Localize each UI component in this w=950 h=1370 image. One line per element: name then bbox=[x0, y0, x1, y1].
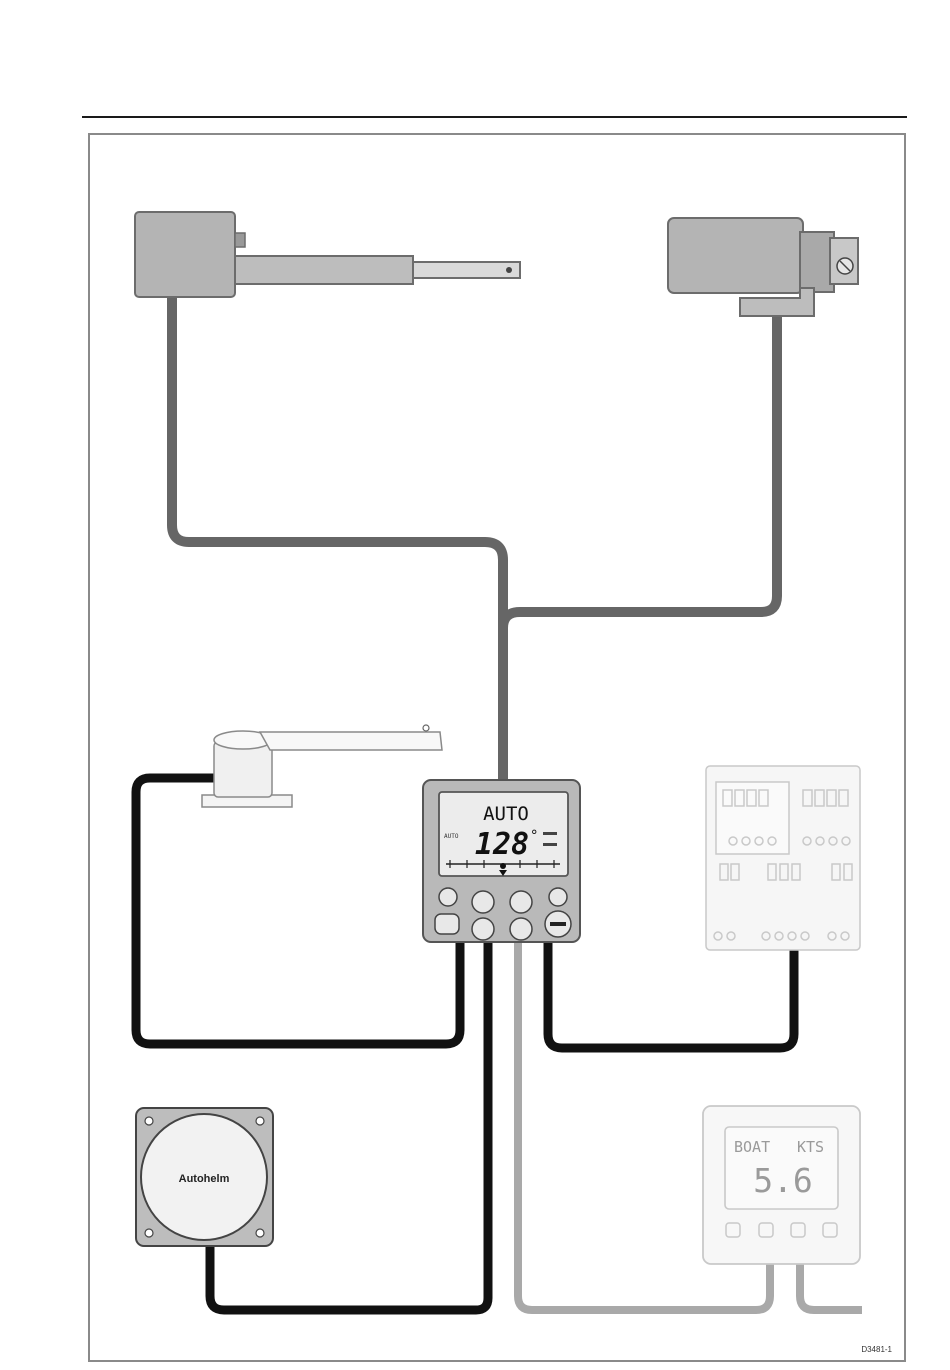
linear-drive-unit bbox=[135, 212, 520, 297]
rotary-drive-unit bbox=[668, 218, 858, 316]
minus-ten-button[interactable] bbox=[472, 918, 494, 940]
course-computer bbox=[706, 766, 860, 950]
speed-label-boat: BOAT bbox=[734, 1138, 770, 1156]
linear-drive-motor bbox=[135, 212, 235, 297]
linear-drive-pushrod bbox=[413, 262, 520, 278]
speed-label-kts: KTS bbox=[797, 1138, 824, 1156]
rudder-reference-arm bbox=[260, 732, 442, 750]
figure-code: D3481-1 bbox=[861, 1345, 892, 1354]
linear-drive-cylinder bbox=[235, 256, 413, 284]
cable-rudder-reference bbox=[136, 778, 460, 1044]
speed-instrument: BOAT KTS 5.6 bbox=[703, 1106, 860, 1264]
rotary-drive-motor bbox=[668, 218, 803, 293]
cable-rotary-drive bbox=[503, 316, 777, 628]
speed-value: 5.6 bbox=[753, 1161, 813, 1200]
rudder-reference-transducer bbox=[202, 725, 442, 807]
control-unit: AUTO AUTO 128 ° bbox=[423, 780, 580, 942]
lcd-heading-text: 128 bbox=[475, 827, 529, 862]
disp-button[interactable] bbox=[435, 914, 459, 934]
cable-seatalk-out bbox=[800, 1262, 862, 1310]
minus-one-button[interactable] bbox=[472, 891, 494, 913]
plus-ten-button[interactable] bbox=[510, 918, 532, 940]
cable-course-computer bbox=[548, 942, 794, 1048]
standby-button[interactable] bbox=[439, 888, 457, 906]
cable-linear-drive bbox=[172, 290, 503, 790]
track-button[interactable] bbox=[549, 888, 567, 906]
compass-brand-text: Autohelm bbox=[179, 1173, 230, 1185]
lcd-left-indicator: AUTO bbox=[444, 833, 459, 840]
fluxgate-compass: Autohelm bbox=[136, 1108, 273, 1246]
lcd-degree-mark: ° bbox=[530, 828, 538, 844]
lcd-mode-text: AUTO bbox=[483, 803, 529, 825]
plus-one-button[interactable] bbox=[510, 891, 532, 913]
